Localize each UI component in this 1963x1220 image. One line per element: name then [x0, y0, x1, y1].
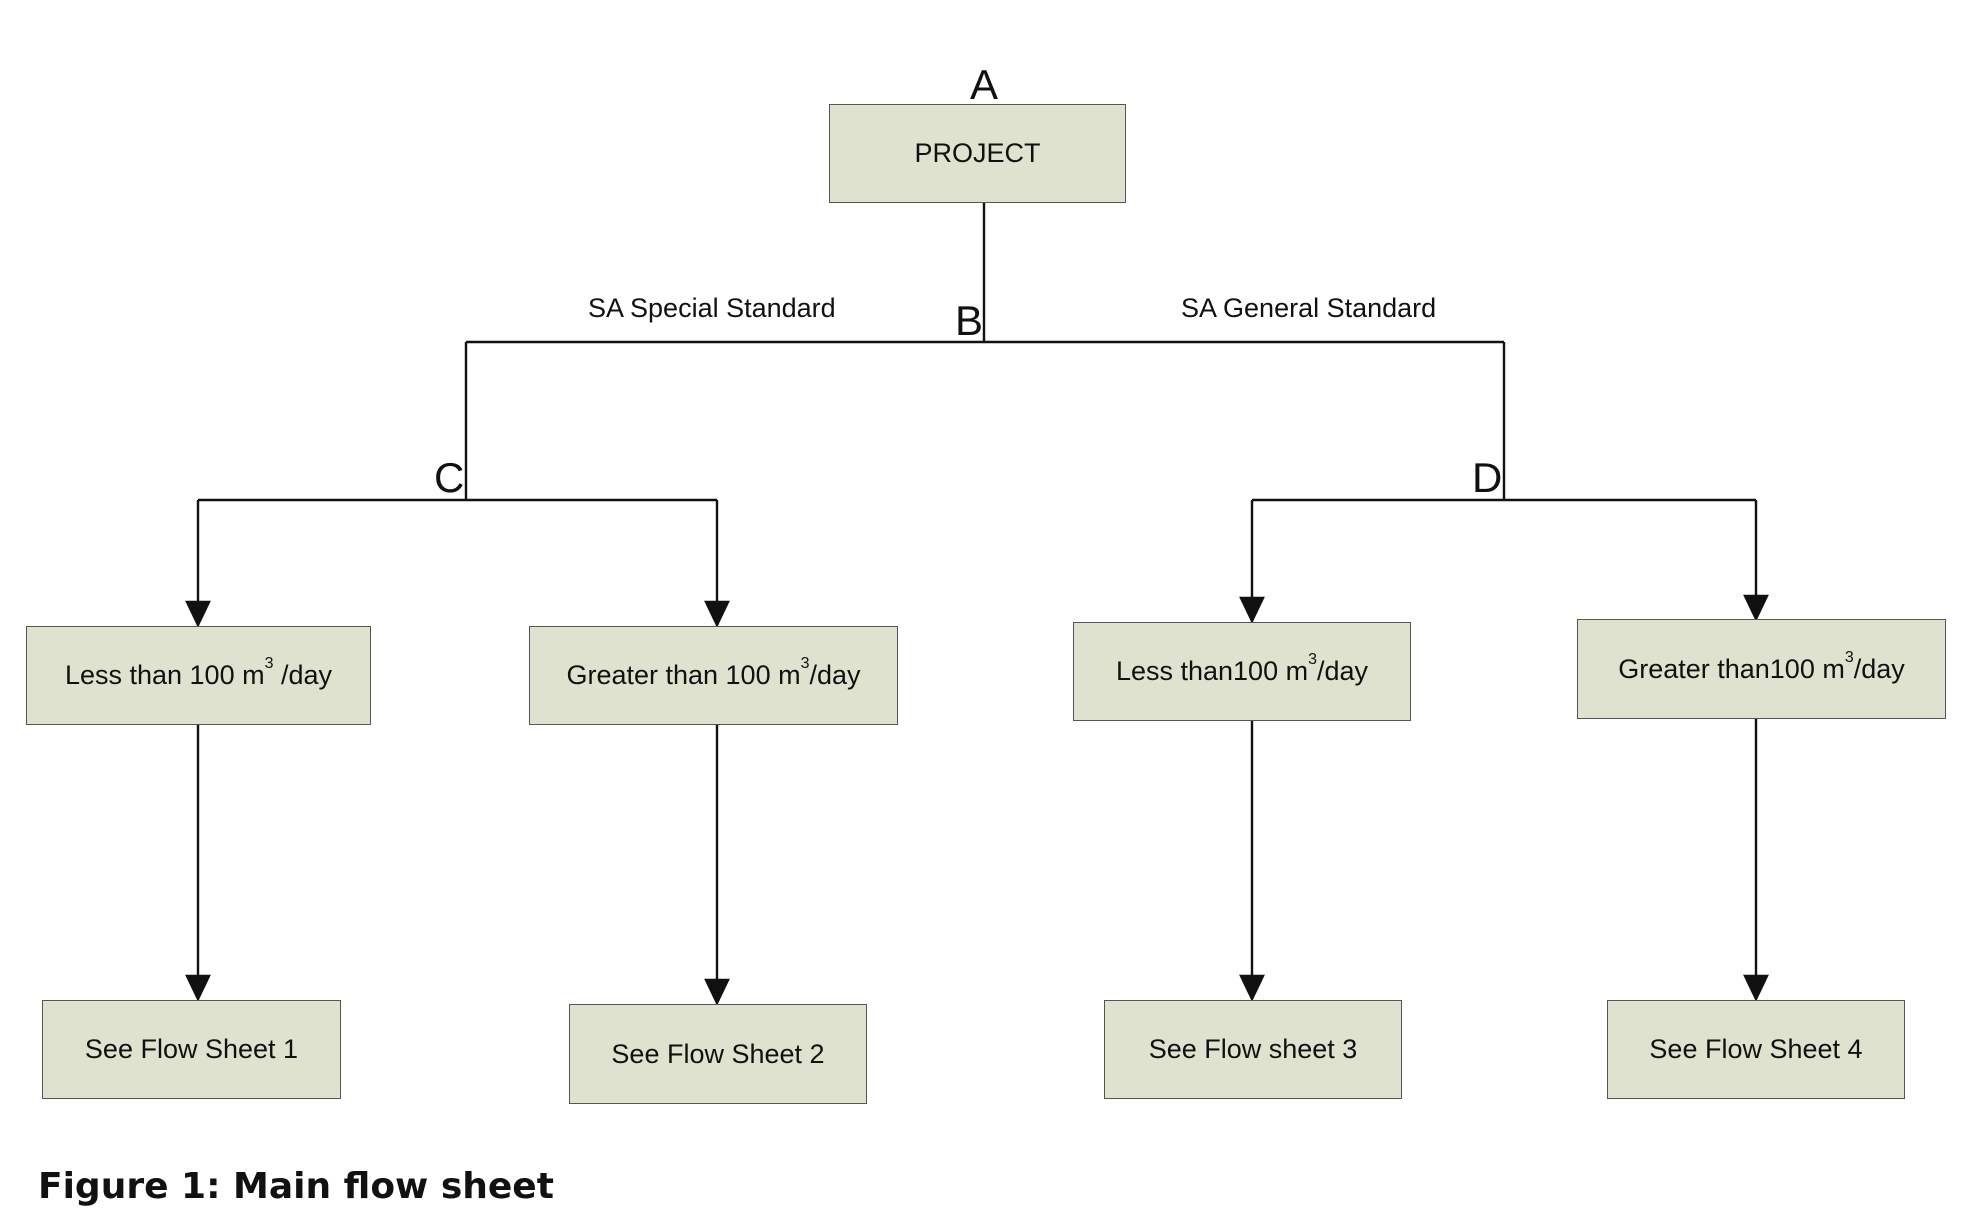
box-flow-sheet-2: See Flow Sheet 2: [569, 1004, 867, 1104]
project-box: PROJECT: [829, 104, 1126, 203]
box-flow-sheet-3: See Flow sheet 3: [1104, 1000, 1402, 1099]
arrowhead-d-right: [1743, 594, 1769, 622]
box-less-than-100-general: Less than100 m3/day: [1073, 622, 1411, 721]
node-letter-a: A: [970, 61, 999, 108]
box-flow-sheet-4-label: See Flow Sheet 4: [1649, 1034, 1863, 1064]
box-greater-than-100-general-label: Greater than100 m3/day: [1618, 648, 1905, 684]
node-letter-b: B: [955, 297, 984, 344]
figure-caption: Figure 1: Main flow sheet: [38, 1166, 554, 1207]
arrowhead-sheet3: [1239, 974, 1265, 1002]
project-box-label: PROJECT: [914, 138, 1041, 168]
box-greater-than-100-special: Greater than 100 m3/day: [529, 626, 898, 725]
arrowhead-d-left: [1239, 596, 1265, 624]
box-flow-sheet-1-label: See Flow Sheet 1: [84, 1034, 299, 1064]
box-flow-sheet-3-label: See Flow sheet 3: [1148, 1034, 1358, 1064]
node-letter-c: C: [434, 454, 465, 501]
arrowhead-sheet2: [704, 978, 730, 1006]
box-greater-than-100-general: Greater than100 m3/day: [1577, 619, 1946, 719]
box-greater-than-100-special-label: Greater than 100 m3/day: [566, 655, 861, 690]
arrowhead-c-left: [185, 600, 211, 628]
branch-label-general: SA General Standard: [1181, 293, 1437, 323]
node-letter-d: D: [1472, 454, 1503, 501]
arrowhead-sheet4: [1743, 974, 1769, 1002]
box-less-than-100-special: Less than 100 m3 /day: [26, 626, 371, 725]
box-less-than-100-special-label: Less than 100 m3 /day: [64, 655, 333, 690]
arrowhead-c-right: [704, 600, 730, 628]
branch-label-special: SA Special Standard: [588, 293, 836, 323]
box-flow-sheet-1: See Flow Sheet 1: [42, 1000, 341, 1099]
box-flow-sheet-2-label: See Flow Sheet 2: [611, 1038, 825, 1069]
arrowhead-sheet1: [185, 974, 211, 1002]
box-flow-sheet-4: See Flow Sheet 4: [1607, 1000, 1905, 1099]
box-less-than-100-general-label: Less than100 m3/day: [1115, 651, 1369, 686]
